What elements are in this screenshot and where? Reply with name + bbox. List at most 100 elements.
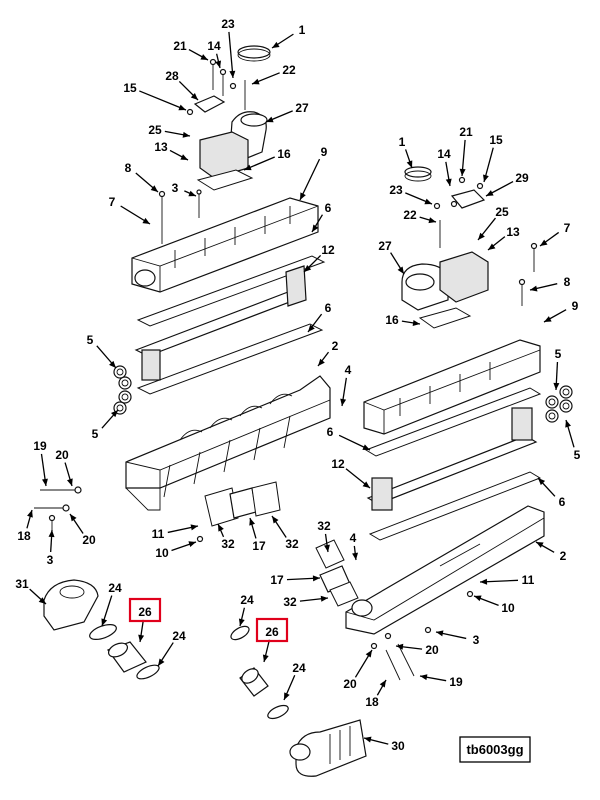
callout-2a: 2 xyxy=(332,339,339,353)
callout-6b: 6 xyxy=(325,301,332,315)
callout-20d: 20 xyxy=(343,677,357,691)
callout-32c: 32 xyxy=(317,519,331,533)
callout-16b: 16 xyxy=(385,313,399,327)
callout-8a: 8 xyxy=(125,161,132,175)
leader-arrowhead xyxy=(101,618,108,626)
leader-arrowhead xyxy=(110,410,118,418)
leader-arrowhead xyxy=(540,239,548,246)
leader-arrowhead xyxy=(300,192,306,200)
exhaust-manifold-housing-right xyxy=(363,339,541,435)
leader-arrowhead xyxy=(109,360,116,368)
leader-arrowhead xyxy=(38,597,46,604)
callout-26a: 26 xyxy=(138,605,152,619)
callout-23b: 23 xyxy=(389,183,403,197)
callout-1b: 1 xyxy=(399,135,406,149)
leader-arrowhead xyxy=(364,736,372,743)
leader-line xyxy=(228,31,234,79)
leader-arrowhead xyxy=(480,578,488,585)
reference-code-box: tb6003gg xyxy=(459,736,531,763)
callout-32b: 32 xyxy=(285,537,299,551)
callout-21a: 21 xyxy=(173,39,187,53)
leader-arrowhead xyxy=(215,60,222,68)
callout-18b: 18 xyxy=(365,695,379,709)
highlight-box xyxy=(255,617,289,643)
callout-10a: 10 xyxy=(155,546,169,560)
callout-28: 28 xyxy=(165,69,179,83)
callout-4a: 4 xyxy=(345,363,352,377)
leader-arrowhead xyxy=(565,420,571,428)
callout-15b: 15 xyxy=(489,133,503,147)
leader-arrowhead xyxy=(424,198,432,205)
leader-arrowhead xyxy=(244,164,252,171)
callout-20a: 20 xyxy=(55,448,69,462)
callout-32d: 32 xyxy=(283,595,297,609)
outlet-elbow-31 xyxy=(43,579,99,631)
clamp-ring-right xyxy=(404,166,432,178)
callout-23a: 23 xyxy=(221,17,235,31)
callout-7b: 7 xyxy=(564,221,571,235)
leader-arrowhead xyxy=(445,178,452,186)
callout-1a: 1 xyxy=(299,23,306,37)
leader-arrowhead xyxy=(436,630,444,637)
callout-11b: 11 xyxy=(522,573,535,587)
callout-3a: 3 xyxy=(172,181,179,195)
callout-12b: 12 xyxy=(331,457,345,471)
leader-arrowhead xyxy=(486,190,494,196)
leader-arrowhead xyxy=(478,232,485,240)
callout-3b: 3 xyxy=(47,553,54,567)
leader-arrowhead xyxy=(396,643,404,650)
highlight-box xyxy=(128,597,162,623)
leader-line xyxy=(139,90,187,111)
leader-arrowhead xyxy=(304,265,312,272)
leader-arrowhead xyxy=(379,680,386,688)
left-assembly xyxy=(34,45,331,680)
leader-arrowhead xyxy=(483,174,489,182)
leader-arrowhead xyxy=(420,674,428,681)
leader-arrowhead xyxy=(180,154,188,160)
leader-arrowhead xyxy=(262,654,269,662)
leader-arrowhead xyxy=(70,514,77,522)
callout-30: 30 xyxy=(391,739,405,753)
exhaust-manifold-left xyxy=(125,375,331,489)
callout-13b: 13 xyxy=(506,225,520,239)
leader-arrowhead xyxy=(362,444,370,450)
leader-arrowhead xyxy=(320,595,328,602)
callout-20b: 20 xyxy=(82,533,96,547)
callout-29: 29 xyxy=(515,171,529,185)
leader-arrowhead xyxy=(178,104,186,111)
leader-arrowhead xyxy=(530,285,538,292)
callout-15a: 15 xyxy=(123,81,137,95)
leader-arrowhead xyxy=(142,217,150,224)
leader-arrowhead xyxy=(397,266,404,274)
leader-arrowhead xyxy=(362,481,370,488)
leader-arrowhead xyxy=(41,478,48,486)
callout-19b: 19 xyxy=(449,675,463,689)
leader-arrowhead xyxy=(474,595,482,602)
leader-arrowhead xyxy=(188,541,196,548)
callout-9a: 9 xyxy=(321,145,328,159)
callout-24b: 24 xyxy=(172,629,186,643)
leader-arrowhead xyxy=(544,316,552,322)
leader-arrowhead xyxy=(272,516,279,524)
leader-arrowhead xyxy=(188,190,196,197)
callout-32a: 32 xyxy=(221,537,235,551)
callout-25a: 25 xyxy=(148,123,162,137)
leader-arrowhead xyxy=(252,78,260,85)
callout-14a: 14 xyxy=(207,39,221,53)
callout-8b: 8 xyxy=(564,275,571,289)
leader-arrowhead xyxy=(312,224,319,232)
leader-arrowhead xyxy=(218,524,224,532)
callout-24a: 24 xyxy=(108,581,122,595)
callout-6a: 6 xyxy=(325,201,332,215)
leader-arrowhead xyxy=(182,131,190,138)
callout-17a: 17 xyxy=(252,539,266,553)
leader-arrowhead xyxy=(459,168,466,176)
callout-2b: 2 xyxy=(560,549,567,563)
leader-arrowhead xyxy=(308,324,315,332)
callout-5b: 5 xyxy=(92,427,99,441)
callout-13a: 13 xyxy=(154,140,168,154)
callout-24c: 24 xyxy=(240,593,254,607)
cover-plate-left xyxy=(193,95,226,113)
callout-5a: 5 xyxy=(87,333,94,347)
